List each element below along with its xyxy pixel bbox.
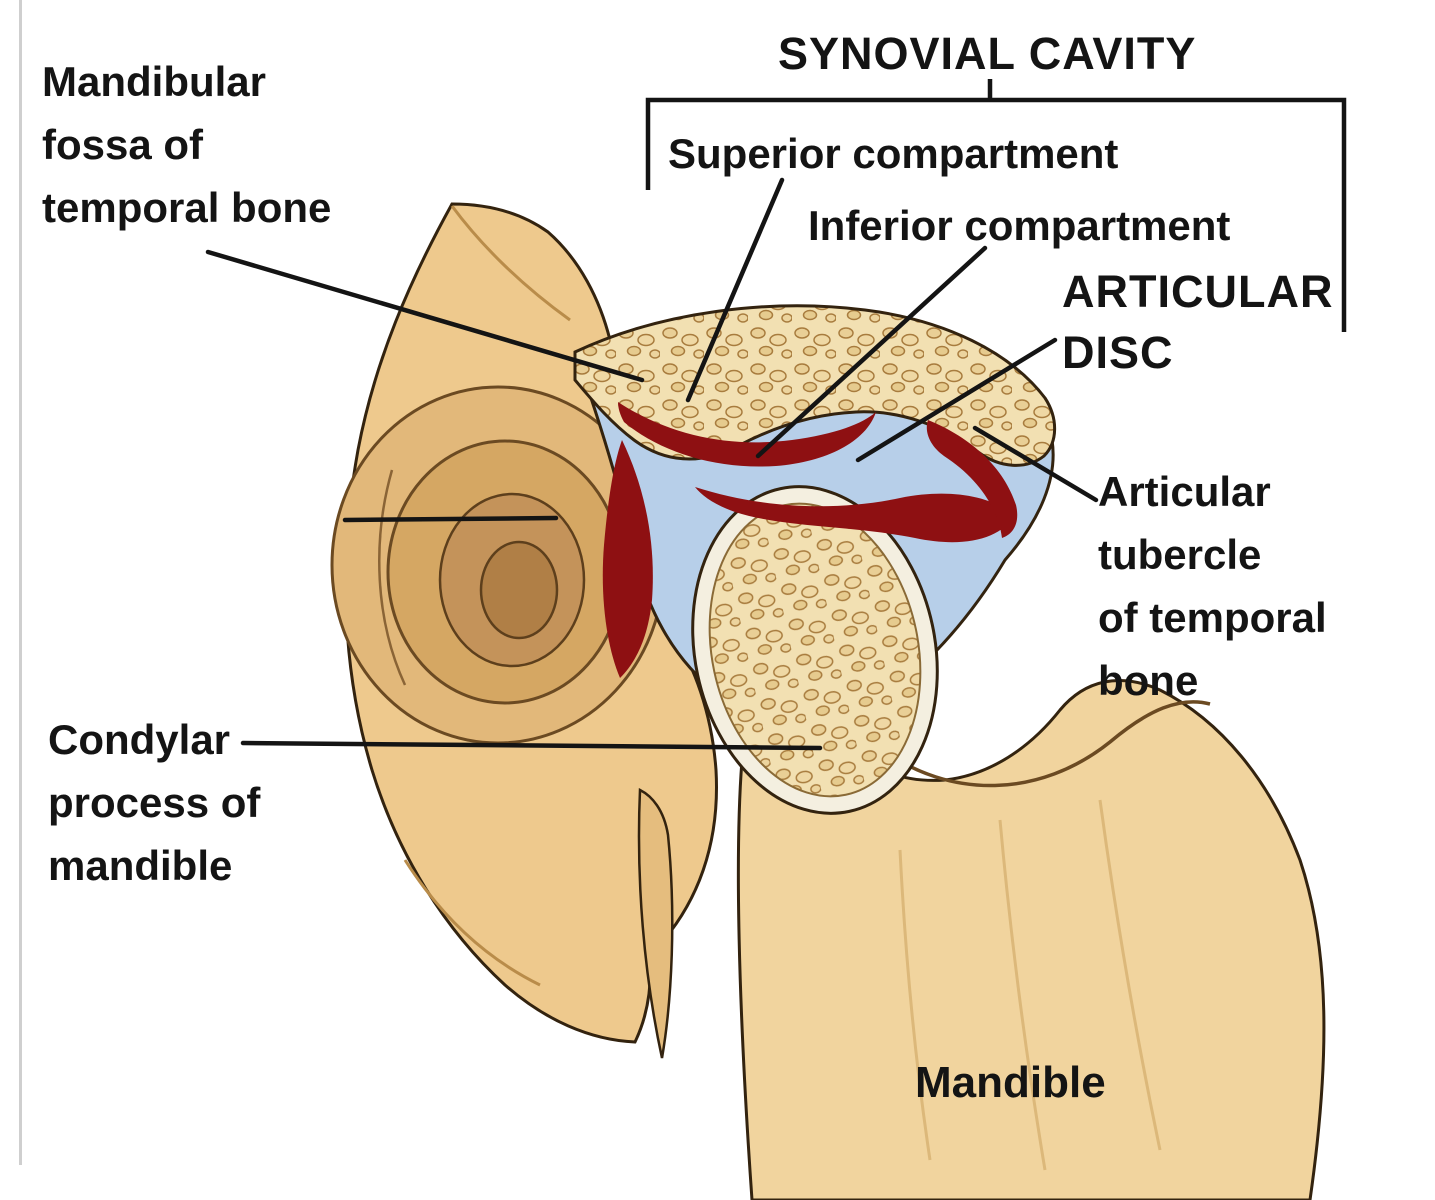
leader-articular-tubercle-line — [972, 425, 1099, 503]
leader-articular-disc-line — [855, 337, 1058, 463]
ramus-streak — [898, 849, 932, 1161]
styloid-process-shape — [637, 788, 674, 1059]
ramus-streak — [998, 819, 1047, 1171]
label-superior-compartment: Superior compartment — [668, 130, 1119, 177]
ear-fold-line — [378, 469, 407, 686]
label-condylar-process: Condylar process of mandible — [48, 716, 261, 889]
leader-inferior-compartment-line — [755, 245, 988, 459]
label-mandibular-fossa: Mandibular fossa of temporal bone — [42, 58, 332, 231]
label-articular-disc: ARTICULAR DISC — [1062, 266, 1334, 378]
superior-compartment-red-shape — [618, 402, 876, 467]
bone-contour-line — [403, 859, 541, 987]
ear-canal-pointer-line — [342, 515, 559, 523]
ear-canal-opening — [479, 540, 559, 640]
label-mandible: Mandible — [915, 1058, 1106, 1107]
inferior-compartment-right-red-shape — [926, 420, 1018, 538]
inferior-compartment-red-shape — [695, 487, 1015, 543]
synovial-cavity-bracket — [645, 97, 1347, 332]
leader-superior-compartment-line — [685, 177, 785, 403]
leader-mandibular-fossa-line — [205, 249, 645, 383]
capsule-left-red-shape — [602, 440, 653, 678]
left-border-artifact — [19, 0, 22, 1165]
label-articular-tubercle: Articular tubercle of temporal bone — [1098, 468, 1327, 704]
bone-contour-line — [450, 205, 571, 322]
condyle-group — [691, 485, 939, 815]
ramus-streak — [1098, 799, 1162, 1151]
label-inferior-compartment: Inferior compartment — [808, 202, 1231, 249]
mandibular-notch-line — [878, 700, 1211, 788]
leader-condylar-process-line — [240, 740, 823, 751]
label-synovial-cavity: SYNOVIAL CAVITY — [778, 28, 1197, 79]
